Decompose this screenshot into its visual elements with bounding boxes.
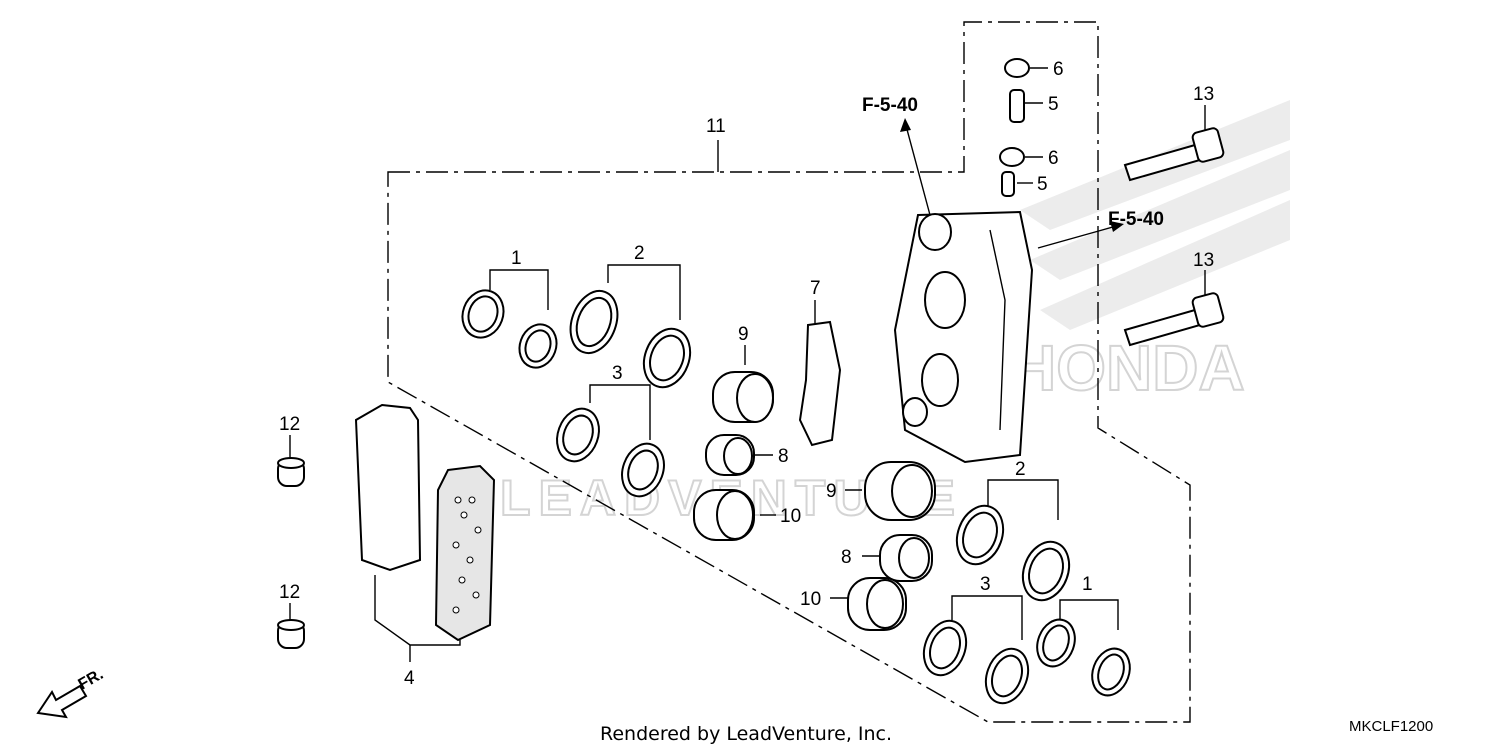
- callout-3-right: 3: [980, 574, 991, 595]
- reference-arrows: [900, 118, 1124, 249]
- callout-1-left: 1: [511, 248, 522, 269]
- rendered-by-text: Rendered by LeadVenture, Inc.: [600, 723, 892, 745]
- pistons-right: [847, 461, 936, 631]
- callout-8-left: 8: [778, 446, 789, 467]
- reference-label-top: F-5-40: [862, 95, 918, 116]
- honda-watermark: HONDA: [1010, 332, 1245, 404]
- pad-spring: [798, 320, 842, 447]
- callout-9-right: 9: [826, 481, 837, 502]
- brake-pads: [354, 403, 496, 642]
- mounting-bolts: [1123, 127, 1225, 347]
- callout-1-right: 1: [1082, 574, 1093, 595]
- pad-pins: [277, 457, 305, 649]
- callout-7: 7: [810, 278, 821, 299]
- callout-13-upper: 13: [1193, 84, 1214, 105]
- reference-label-right: F-5-40: [1108, 209, 1164, 230]
- callout-4: 4: [404, 668, 415, 689]
- kit-boundary: [387, 21, 1191, 723]
- seal-rings-right: [922, 504, 1131, 705]
- caliper-body: [893, 210, 1034, 464]
- arrow-left-down-icon: [36, 684, 88, 719]
- callout-12-lower: 12: [279, 582, 300, 603]
- callout-6-lower: 6: [1048, 148, 1059, 169]
- front-direction-indicator: FR.: [36, 666, 106, 719]
- callout-5-lower: 5: [1037, 174, 1048, 195]
- bleeder-assemblies: [999, 58, 1030, 197]
- diagram-code: MKCLF1200: [1349, 718, 1433, 735]
- callout-3-left: 3: [612, 363, 623, 384]
- honda-wing-watermark: [1020, 100, 1290, 330]
- callout-2-left: 2: [634, 243, 645, 264]
- callout-8-right: 8: [841, 547, 852, 568]
- callout-5-upper: 5: [1048, 94, 1059, 115]
- callout-13-lower: 13: [1193, 250, 1214, 271]
- leader-lines: [289, 67, 1206, 662]
- callout-12-upper: 12: [279, 414, 300, 435]
- seal-rings-left: [461, 289, 692, 498]
- callout-10-left: 10: [780, 506, 801, 527]
- callout-10-right: 10: [800, 589, 821, 610]
- callout-9-left: 9: [738, 324, 749, 345]
- callout-11: 11: [706, 116, 726, 137]
- callout-6-upper: 6: [1053, 59, 1064, 80]
- pistons-left: [693, 371, 774, 541]
- callout-2-right: 2: [1015, 459, 1026, 480]
